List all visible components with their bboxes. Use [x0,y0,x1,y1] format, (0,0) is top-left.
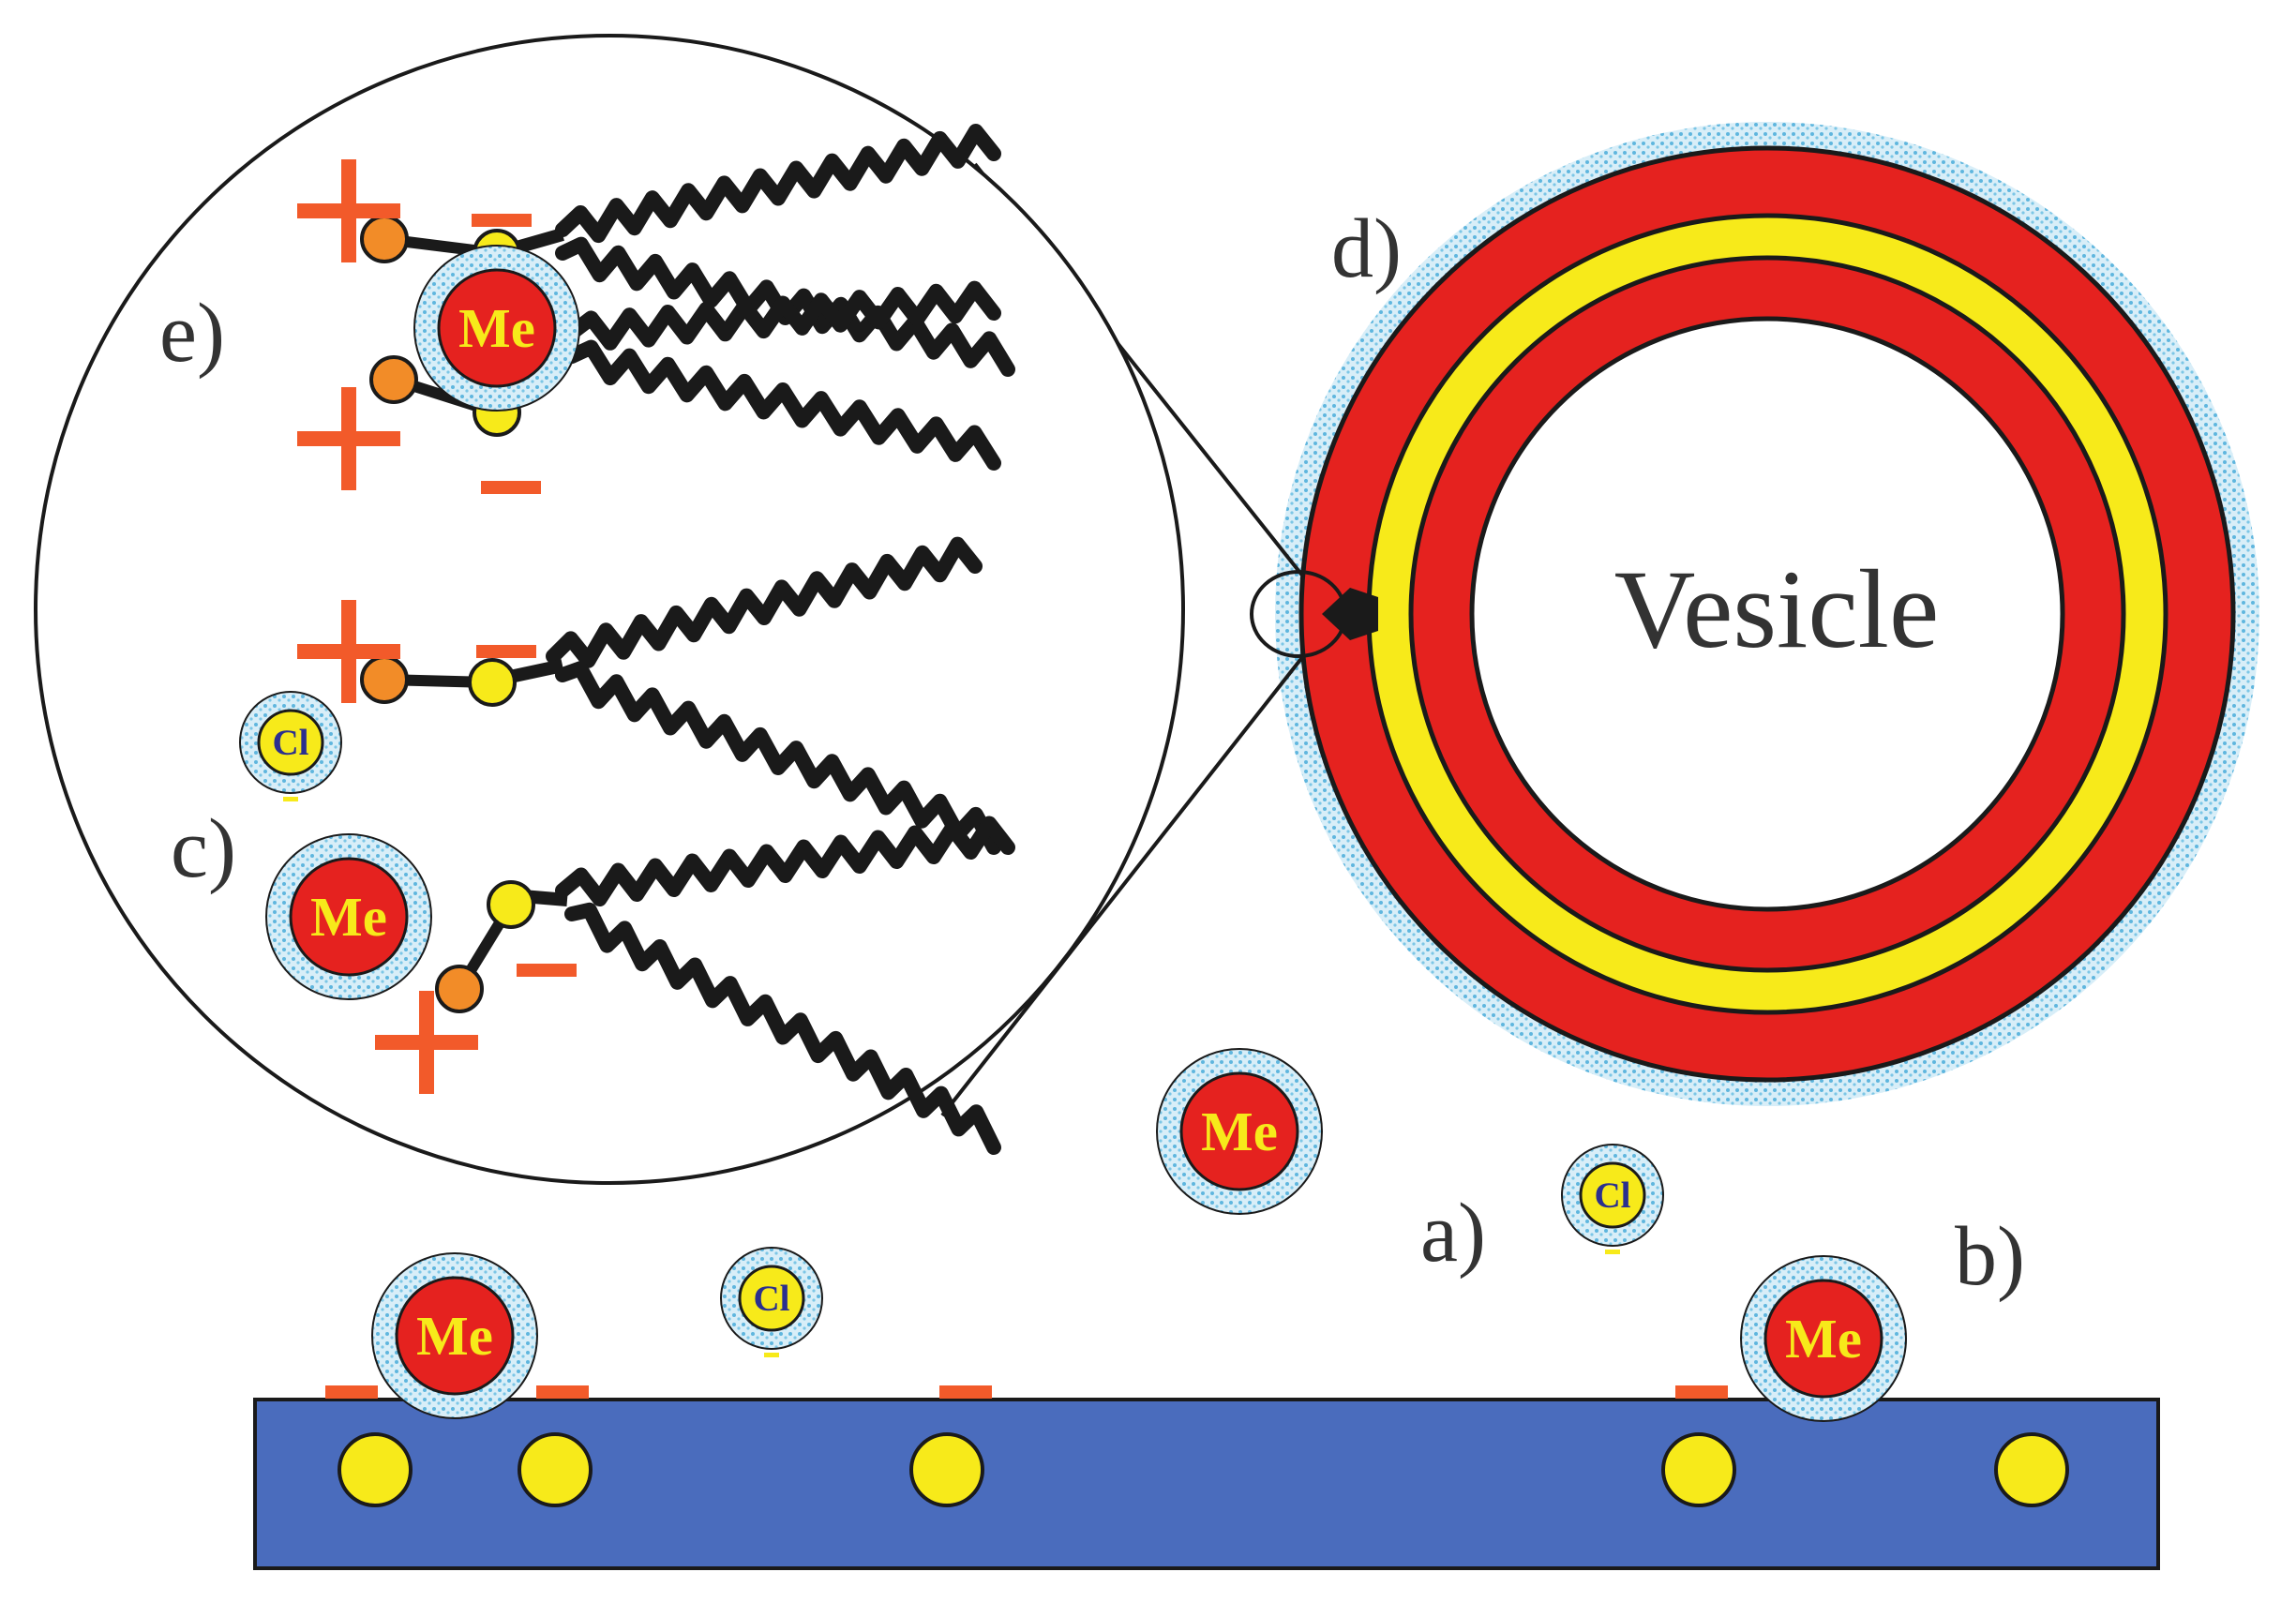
lipid-tail [555,661,1001,855]
lipid-tail [546,536,983,668]
metal-ion-label: Me [1201,1101,1278,1162]
chloride-ion: Cl [720,1247,823,1357]
metal-ion-b: Me [1740,1255,1907,1422]
label-b: b) [1955,1210,2025,1303]
chloride-ion-core [738,1265,805,1332]
metal-ion-label: Me [416,1306,493,1367]
chloride-charge [283,797,298,801]
positive-charge [297,600,400,703]
positive-charge [375,991,478,1094]
metal-ion-bridge: Me [413,245,580,412]
lipid-tail [555,816,1015,906]
metal-ion-label: Me [1785,1309,1862,1370]
metal-ion-core [1763,1279,1883,1399]
headgroup-positive [369,355,418,404]
substrate-site [1661,1432,1736,1507]
substrate-site [518,1432,593,1507]
connector-bottom [940,654,1305,1117]
headgroup-charges [297,159,577,1094]
negative-charge [481,481,541,494]
substrate-site [1994,1432,2069,1507]
label-c: c) [171,802,236,895]
chloride-ion-core [257,709,324,776]
chloride-charge [764,1353,779,1357]
substrate-site [338,1432,413,1507]
negative-charge [536,1385,589,1399]
metal-ion-core [1179,1071,1299,1191]
metal-ion-core [437,268,557,388]
label-e: e) [159,287,225,380]
negative-charge [325,1385,378,1399]
negative-charge [476,645,536,658]
substrate-site [909,1432,984,1507]
metal-ion-label: Me [310,887,387,948]
headgroup-positive [360,215,409,263]
metal-ion-core [289,857,409,977]
positive-charge [297,159,400,262]
substrate [253,1385,2160,1570]
chloride-ion: Cl [1561,1144,1664,1254]
lipid-tail [564,280,1001,351]
vesicle-label: Vesicle [1614,546,1940,671]
negative-charge [517,964,577,977]
lipid-tail [564,339,1001,471]
magnify-spot-marker [1322,588,1378,640]
headgroup-positive [435,965,484,1013]
headgroup-negative [468,658,517,707]
metal-ion-free: Me [1156,1048,1323,1215]
metal-ion-adsorbed: Me [371,1252,538,1419]
vesicle-lumen [1469,316,2065,912]
negative-charge [1675,1385,1728,1399]
metal-ion-label: Me [458,298,535,359]
substrate-negative-charges [325,1385,1728,1399]
chloride-ion-core [1579,1161,1646,1229]
chloride-charge [1605,1250,1620,1254]
substrate-sites [338,1432,2069,1507]
positive-charge [297,387,400,490]
negative-charge [472,214,532,227]
label-d: d) [1331,202,1402,295]
lipid-tail [555,124,1001,244]
lipid-tail [564,902,1001,1155]
chloride-ion-label: Cl [753,1279,789,1319]
metal-ion-c: Me [265,833,432,1000]
vesicle: Vesicle [1250,122,2259,1106]
chloride-ion-label: Cl [272,723,308,763]
chloride-ion-label: Cl [1594,1175,1630,1216]
negative-charge [939,1385,992,1399]
chloride-ion: Cl [239,691,342,801]
metal-ion-core [395,1276,515,1396]
magnified-view [34,34,1185,1185]
letter-labels: a) b) c) d) e) [159,202,2025,1303]
label-a: a) [1420,1187,1486,1280]
headgroup-negative [487,880,535,929]
headgroup-positive [360,655,409,704]
